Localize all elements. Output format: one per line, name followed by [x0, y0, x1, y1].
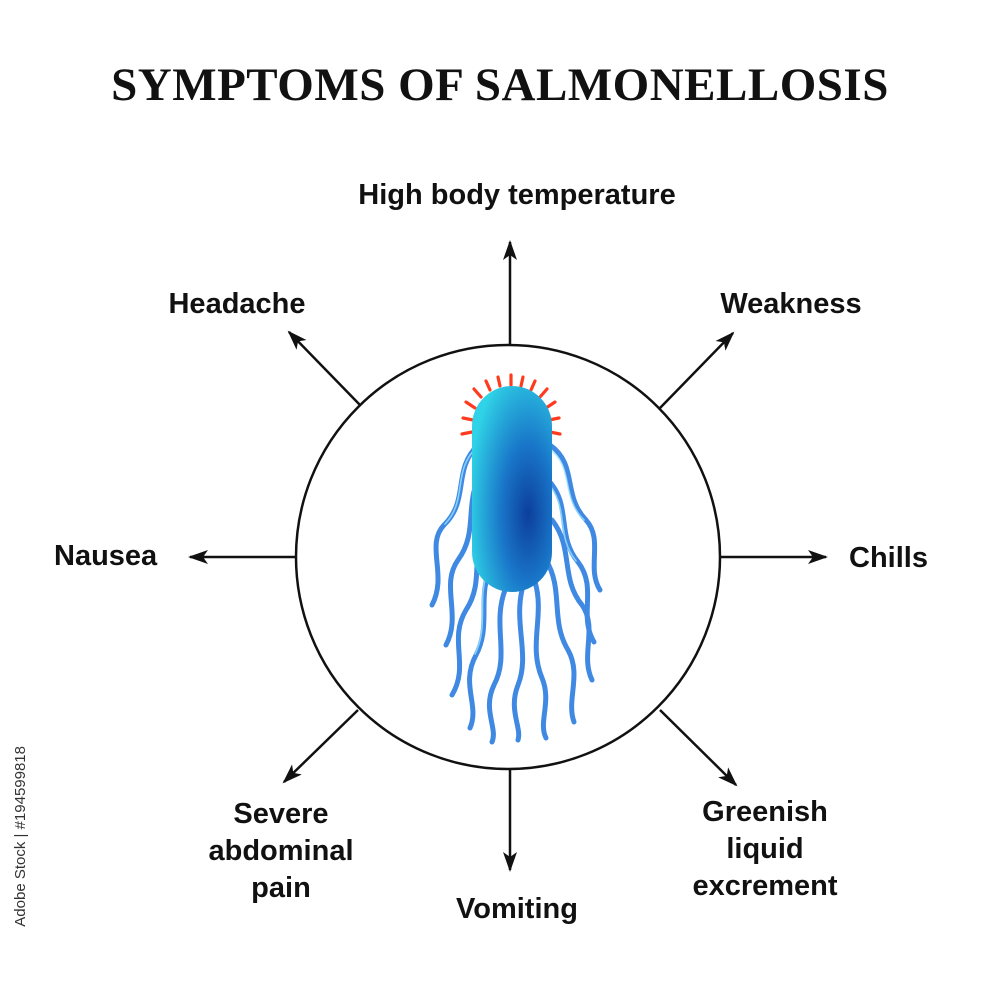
- symptom-line: liquid: [726, 833, 804, 865]
- symptom-greenish-liquid-excrement: Greenish liquid excrement: [692, 794, 837, 905]
- symptom-high-body-temperature: High body temperature: [358, 179, 676, 211]
- symptom-line: pain: [251, 872, 311, 904]
- symptom-nausea: Nausea: [54, 540, 158, 572]
- symptom-line: abdominal: [208, 835, 354, 867]
- salmonella-bacterium-icon: [429, 373, 603, 745]
- symptom-line: Greenish: [702, 796, 828, 828]
- arrow-down-right: [659, 709, 738, 787]
- symptom-vomiting: Vomiting: [456, 893, 578, 925]
- page-title: SYMPTOMS OF SALMONELLOSIS: [111, 59, 889, 111]
- arrow-down-left: [282, 709, 359, 784]
- symptom-line: Severe: [233, 798, 329, 830]
- arrow-up-right: [659, 331, 735, 409]
- symptom-chills: Chills: [849, 542, 928, 574]
- symptom-weakness: Weakness: [720, 288, 862, 320]
- arrow-up-left: [287, 330, 361, 406]
- stock-watermark: Adobe Stock | #194599818: [12, 746, 29, 927]
- symptom-headache: Headache: [168, 288, 306, 320]
- symptom-line: excrement: [692, 870, 838, 902]
- symptom-severe-abdominal-pain: Severe abdominal pain: [208, 796, 353, 907]
